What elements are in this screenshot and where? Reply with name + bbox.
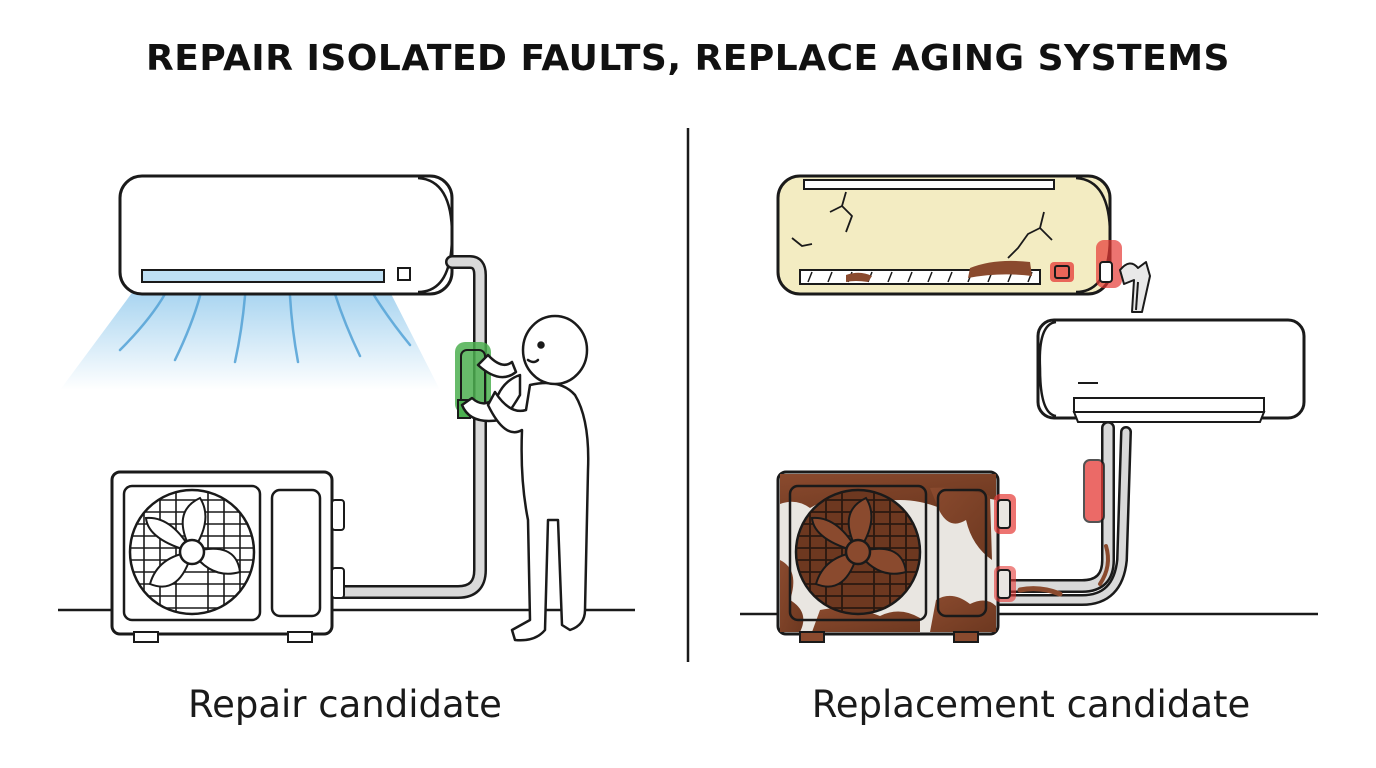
leak-fault-highlight	[1083, 459, 1105, 523]
aged-indoor-unit-icon	[776, 174, 1122, 296]
repair-candidate-caption: Repair candidate	[188, 683, 502, 726]
outdoor-condenser-icon	[110, 470, 345, 643]
refrigerant-line	[333, 255, 487, 599]
page-title: REPAIR ISOLATED FAULTS, REPLACE AGING SY…	[146, 38, 1230, 79]
rusted-outdoor-condenser-icon	[776, 470, 1016, 643]
replacement-candidate-caption: Replacement candidate	[811, 683, 1251, 726]
right-panel-replacement	[740, 174, 1318, 643]
new-indoor-unit-icon	[1036, 318, 1306, 423]
indoor-ac-unit-icon	[118, 174, 454, 296]
airflow-cool-air	[60, 282, 440, 390]
damaged-line-old-unit	[1119, 261, 1151, 313]
technician-figure-icon	[460, 314, 590, 642]
corroded-refrigerant-line	[993, 421, 1132, 606]
left-panel-repair	[58, 174, 635, 643]
